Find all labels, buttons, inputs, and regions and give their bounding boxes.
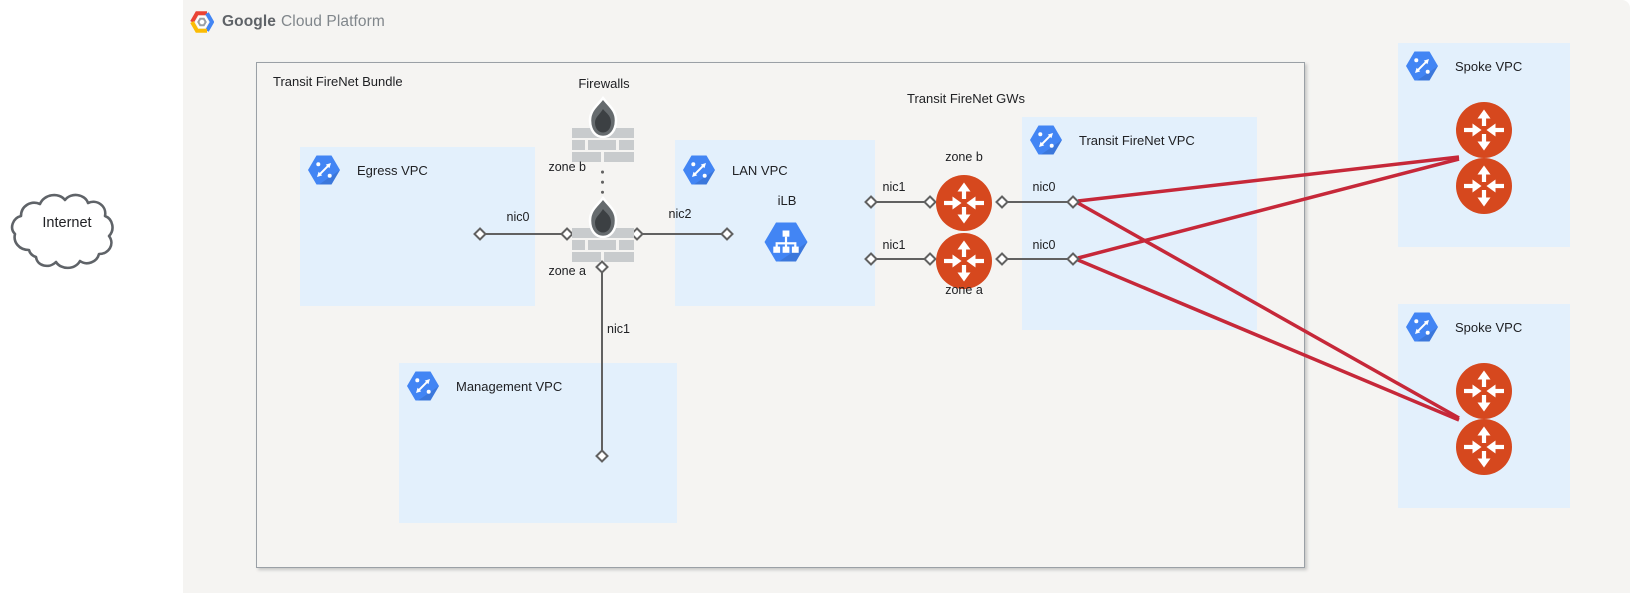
nic1-label-management: nic1: [607, 322, 630, 336]
brand-google: Google: [222, 13, 276, 30]
spoke-vpc-label: Spoke VPC: [1455, 319, 1523, 335]
spoke-gateway-icon: [1456, 158, 1512, 214]
spoke-vpc-head: Spoke VPC: [1398, 304, 1570, 344]
firewall-zone-a-label: zone a: [548, 264, 586, 278]
nic1-label-gw-bottom: nic1: [882, 238, 906, 252]
transit-firenet-vpc-label: Transit FireNet VPC: [1079, 132, 1195, 148]
spoke-gateway-icon: [1456, 363, 1512, 419]
ilb-label: iLB: [777, 193, 797, 208]
nic0-label-gw-bottom: nic0: [1032, 238, 1056, 252]
management-vpc-box: Management VPC: [399, 363, 677, 523]
gcp-logo-icon: [190, 10, 214, 34]
firewall-zone-b-label: zone b: [548, 160, 586, 174]
firewall-icon-zone-b: [572, 96, 634, 162]
gcp-brand-text: Google Cloud Platform: [222, 13, 385, 31]
internet-label: Internet: [42, 215, 92, 231]
transit-firenet-gws-title: Transit FireNet GWs: [907, 91, 1025, 106]
vpc-network-icon: [406, 369, 440, 403]
spoke-gateway-icon: [1456, 419, 1512, 475]
lan-vpc-box: LAN VPC: [675, 140, 875, 306]
spoke-vpc-head: Spoke VPC: [1398, 43, 1570, 83]
management-vpc-label: Management VPC: [456, 378, 563, 394]
ilb-load-balancer-icon: [763, 219, 809, 265]
transit-gateway-icon-zone-a: [936, 233, 992, 289]
egress-vpc-label: Egress VPC: [357, 162, 428, 178]
transit-gateway-icon-zone-b: [936, 175, 992, 231]
firewall-icon-zone-a: [572, 196, 634, 262]
nic2-label-lan: nic2: [668, 207, 692, 221]
lan-vpc-label: LAN VPC: [732, 162, 788, 178]
cloud-icon: [7, 186, 127, 278]
spoke-gateway-icon: [1456, 102, 1512, 158]
egress-vpc-box: Egress VPC: [300, 147, 535, 306]
firewalls-title: Firewalls: [578, 76, 630, 91]
vpc-network-icon: [682, 153, 716, 187]
vpc-network-icon: [1405, 310, 1439, 344]
nic0-label-gw-top: nic0: [1032, 180, 1056, 194]
nic0-label-egress: nic0: [506, 210, 530, 224]
gateway-zone-a-label: zone a: [945, 283, 983, 297]
vpc-network-icon: [1405, 49, 1439, 83]
vpc-network-icon: [307, 153, 341, 187]
transit-firenet-vpc-box: Transit FireNet VPC: [1022, 117, 1257, 330]
gcp-header: Google Cloud Platform: [190, 10, 385, 34]
transit-firenet-vpc-head: Transit FireNet VPC: [1022, 117, 1257, 157]
management-vpc-head: Management VPC: [399, 363, 677, 403]
gateway-zone-b-label: zone b: [945, 150, 983, 164]
vpc-network-icon: [1029, 123, 1063, 157]
bundle-title: Transit FireNet Bundle: [273, 74, 403, 89]
egress-vpc-head: Egress VPC: [300, 147, 535, 187]
brand-cloud-platform: Cloud Platform: [281, 13, 385, 30]
spoke-vpc-label: Spoke VPC: [1455, 58, 1523, 74]
lan-vpc-head: LAN VPC: [675, 140, 875, 187]
nic1-label-gw-top: nic1: [882, 180, 906, 194]
internet-cloud: Internet: [7, 186, 127, 278]
